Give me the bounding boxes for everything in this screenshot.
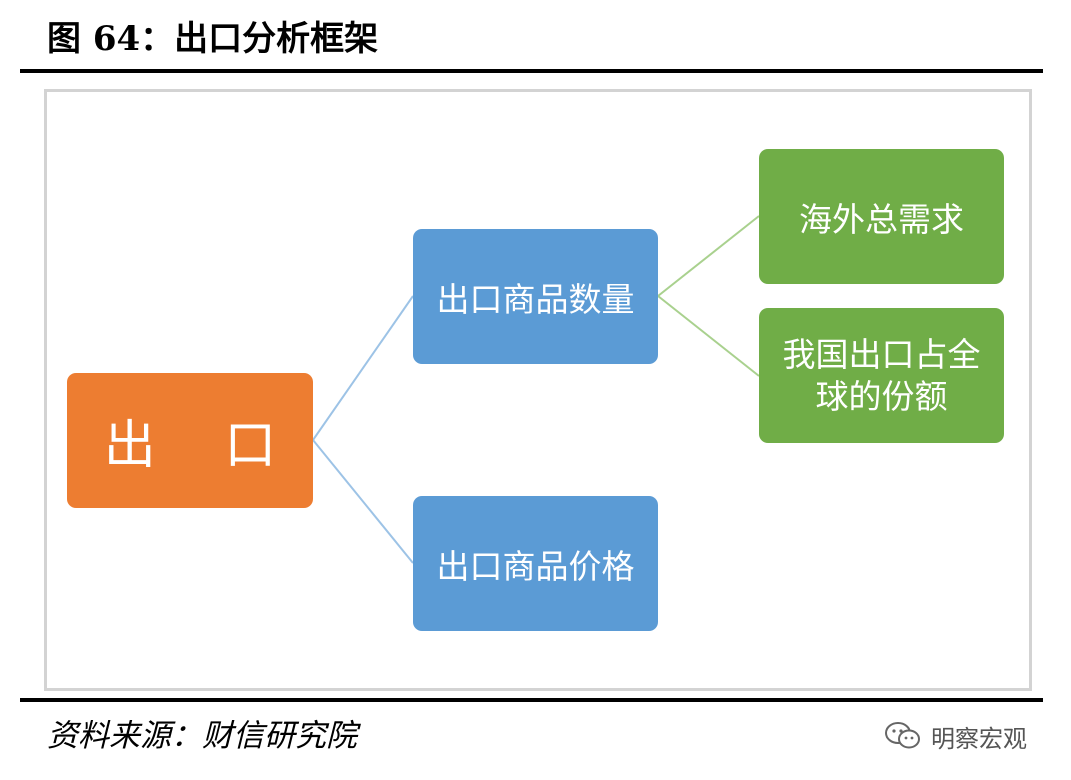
connector-root-to-quantity <box>312 295 414 441</box>
wechat-icon <box>885 722 920 749</box>
figure-title: 图 64：出口分析框架 <box>47 19 379 59</box>
node-export: 出 口 <box>67 373 313 508</box>
connector-root-to-price <box>312 439 414 564</box>
watermark-text: 明察宏观 <box>931 724 1027 753</box>
source-note: 资料来源：财信研究院 <box>47 718 357 754</box>
connector-quantity-to-demand <box>657 215 760 297</box>
node-export-quantity: 出口商品数量 <box>413 229 658 364</box>
node-global-share: 我国出口占全球的份额 <box>759 308 1004 443</box>
node-export-price-label: 出口商品价格 <box>436 546 635 586</box>
node-export-label: 出 口 <box>103 416 303 476</box>
top-rule <box>20 69 1043 73</box>
node-export-quantity-label: 出口商品数量 <box>436 279 635 319</box>
watermark: 明察宏观 <box>883 712 1027 760</box>
node-global-share-label: 我国出口占全球的份额 <box>782 334 981 416</box>
node-overseas-demand: 海外总需求 <box>759 149 1004 284</box>
connector-quantity-to-share <box>657 295 760 377</box>
bottom-rule <box>20 698 1043 702</box>
node-overseas-demand-label: 海外总需求 <box>799 199 964 239</box>
node-export-price: 出口商品价格 <box>413 496 658 631</box>
